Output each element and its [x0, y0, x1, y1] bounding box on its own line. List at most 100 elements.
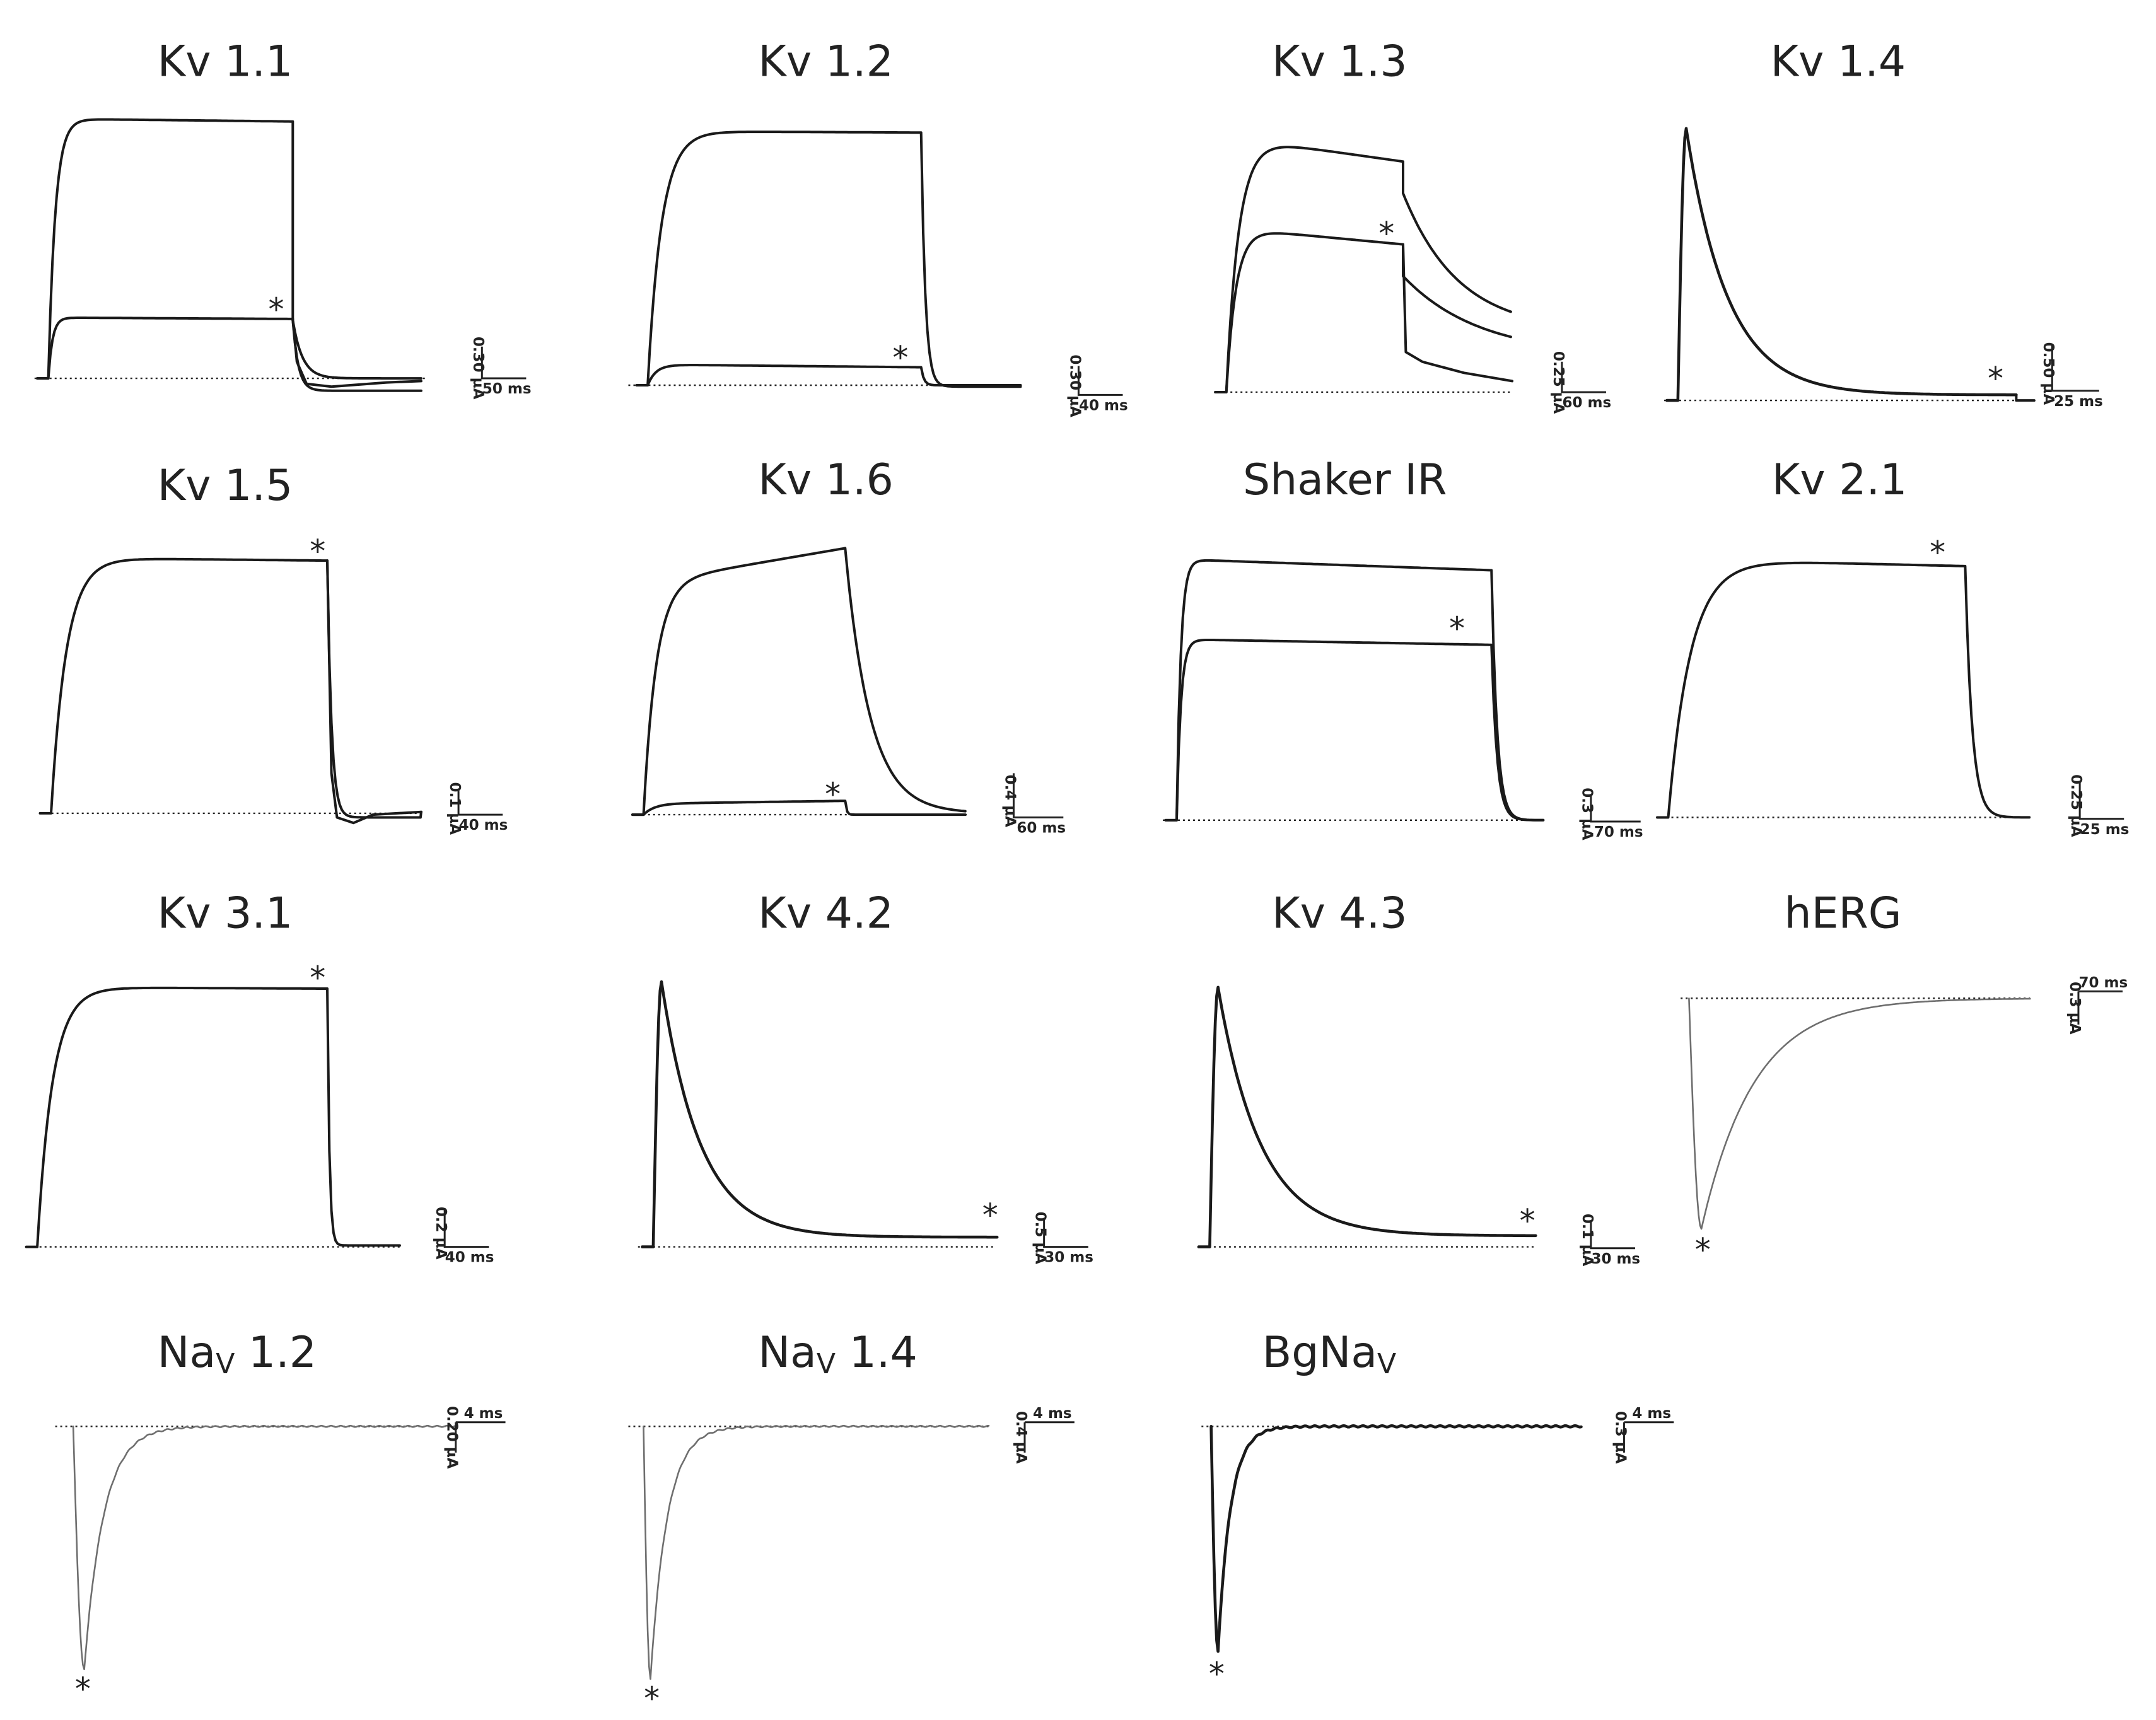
- scale-bar: [1043, 1217, 1088, 1248]
- current-trace: [1656, 561, 2031, 819]
- scale-bar-time: 40 ms: [459, 817, 508, 834]
- scale-bar: [455, 1421, 506, 1453]
- scale-bar-amplitude: 0.4 µA: [1013, 1411, 1029, 1464]
- current-trace: [36, 118, 422, 392]
- scale-bar-time: 4 ms: [464, 1405, 503, 1422]
- panel-title: Kv 1.3: [1272, 37, 1407, 86]
- panel-title: hERG: [1784, 889, 1901, 939]
- panel-title-main: Kv 4.3: [1272, 889, 1407, 939]
- current-trace: [36, 317, 422, 380]
- scale-bar-time: 70 ms: [1594, 824, 1643, 840]
- current-trace: [38, 557, 422, 819]
- scale-bar: [1623, 1421, 1674, 1453]
- scale-bar: [443, 1208, 489, 1248]
- current-trace: [1197, 985, 1537, 1248]
- panel-title-subscript: V: [817, 1348, 836, 1380]
- scale-bar-time: 25 ms: [2080, 822, 2130, 838]
- scale-bar-time: 60 ms: [1017, 820, 1066, 837]
- scale-bar-time: 60 ms: [1562, 395, 1611, 411]
- measurement-marker: *: [1695, 1231, 1711, 1268]
- measurement-marker: *: [1520, 1202, 1535, 1239]
- panel-title-main: Kv 4.2: [758, 889, 894, 939]
- panel-title-main: Na: [158, 1328, 216, 1378]
- current-trace: [635, 131, 1022, 388]
- scale-bar-amplitude: 0.30 µA: [1066, 354, 1083, 417]
- measurement-marker: *: [269, 291, 284, 328]
- scale-bar-amplitude: 0.50 µA: [2040, 342, 2056, 405]
- scale-bar-time: 25 ms: [2054, 393, 2103, 410]
- panel-title-main: Na: [758, 1328, 817, 1378]
- measurement-marker: *: [892, 340, 908, 376]
- scale-bar-time: 40 ms: [445, 1250, 494, 1266]
- scale-bar-amplitude: 0.3 µA: [1579, 787, 1595, 840]
- current-trace: [631, 547, 967, 816]
- scale-bar-amplitude: 0.25 µA: [1550, 351, 1566, 414]
- scale-bar: [2078, 781, 2124, 820]
- current-trace: [1214, 232, 1512, 393]
- scale-bar: [457, 791, 503, 816]
- current-trace: [1164, 559, 1545, 822]
- panel-title: Kv 1.4: [1771, 37, 1906, 86]
- panel-title-main: Kv 1.6: [758, 455, 894, 505]
- current-trace: [635, 364, 1022, 386]
- panel-title-main: Kv 1.1: [158, 37, 293, 86]
- scale-bar-amplitude: 0.4 µA: [1001, 774, 1018, 827]
- panel-title-main: Kv 1.2: [758, 37, 894, 86]
- scale-bar: [1590, 795, 1641, 823]
- current-trace: [326, 559, 422, 825]
- panel-title-rest: 1.4: [836, 1328, 918, 1378]
- scale-bar-amplitude: 0.3 µA: [2066, 982, 2083, 1035]
- measurement-marker: *: [1449, 610, 1465, 647]
- panel-title-main: Shaker IR: [1243, 455, 1447, 505]
- measurement-marker: *: [1378, 216, 1394, 252]
- scale-bar-amplitude: 0.25 µA: [2068, 774, 2084, 837]
- current-trace: [291, 317, 422, 388]
- scale-bar-time: 4 ms: [1033, 1405, 1072, 1422]
- measurement-marker: *: [982, 1197, 998, 1234]
- measurement-marker: *: [1930, 535, 1945, 571]
- panel-title-main: BgNa: [1262, 1328, 1377, 1378]
- scale-bar-amplitude: 0.1 µA: [1579, 1214, 1595, 1267]
- scale-bar-time: 30 ms: [1591, 1251, 1640, 1267]
- scale-bar-time: 50 ms: [482, 381, 532, 397]
- measurement-marker: *: [1988, 361, 2003, 397]
- panel-title: Kv 4.3: [1272, 889, 1407, 939]
- scale-bar-time: 70 ms: [2079, 975, 2128, 991]
- panel-title-subscript: V: [216, 1348, 235, 1380]
- scale-bar: [1590, 1220, 1635, 1250]
- panel-title: Shaker IR: [1243, 455, 1447, 505]
- panel-title: NaV 1.2: [158, 1328, 317, 1380]
- panel-title-main: Kv 1.3: [1272, 37, 1407, 86]
- scale-bar-amplitude: 0.1 µA: [446, 782, 463, 835]
- current-trace: [1209, 1424, 1583, 1653]
- panel-title: Kv 1.5: [158, 461, 293, 511]
- panel-title-rest: 1.2: [235, 1328, 317, 1378]
- current-trace: [643, 1424, 990, 1680]
- scale-bar-time: 40 ms: [1079, 397, 1128, 414]
- measurement-marker: *: [644, 1680, 660, 1717]
- scale-bar: [2077, 990, 2123, 1025]
- panel-title: Kv 2.1: [1772, 455, 1908, 505]
- current-trace: [641, 980, 999, 1248]
- current-trace: [25, 986, 401, 1248]
- measurement-marker: *: [1209, 1656, 1225, 1692]
- panel-title-main: Kv 2.1: [1772, 455, 1908, 505]
- measurement-marker: *: [310, 960, 325, 996]
- panel-title-subscript: V: [1377, 1348, 1396, 1380]
- panel-title: Kv 4.2: [758, 889, 894, 939]
- panel-title-main: Kv 1.4: [1771, 37, 1906, 86]
- panel-title-main: Kv 1.5: [158, 461, 293, 511]
- panel-title-main: hERG: [1784, 889, 1901, 939]
- current-trace: [1164, 639, 1545, 822]
- scale-bar: [1012, 773, 1064, 818]
- measurement-marker: *: [825, 776, 841, 813]
- measurement-marker: *: [75, 1671, 91, 1707]
- scale-bar-amplitude: 0.2 µA: [433, 1207, 449, 1260]
- scale-bar: [2051, 345, 2099, 392]
- current-trace: [1665, 127, 2018, 402]
- panel-title: BgNaV: [1262, 1328, 1396, 1380]
- panel-title: Kv 1.6: [758, 455, 894, 505]
- scale-bar-time: 30 ms: [1044, 1250, 1093, 1266]
- scale-bar-amplitude: 0.5 µA: [1032, 1212, 1049, 1265]
